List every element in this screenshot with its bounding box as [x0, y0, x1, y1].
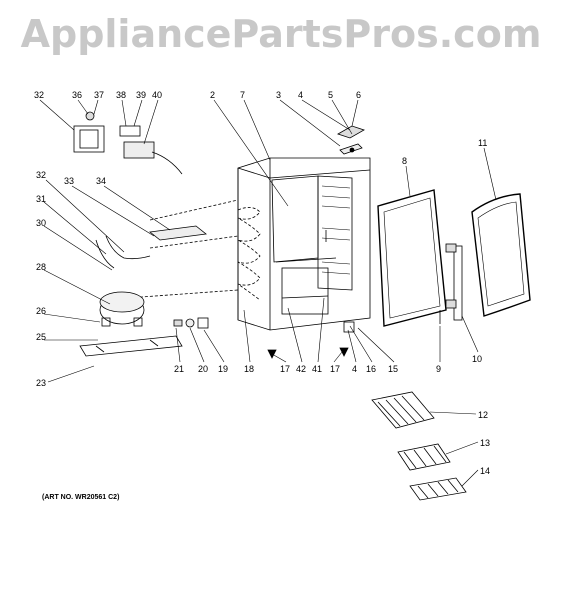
drain-tray: [149, 225, 207, 241]
callout-19: 19: [218, 364, 228, 374]
callout-11: 11: [478, 138, 487, 148]
relay-parts: [173, 317, 209, 329]
callout-32-mid: 32: [36, 170, 46, 180]
callout-32-top: 32: [34, 90, 44, 100]
callout-16: 16: [366, 364, 376, 374]
compressor: [99, 291, 145, 327]
art-number: (ART NO. WR20561 C2): [42, 494, 120, 501]
shelf-13: [397, 443, 451, 471]
callout-39: 39: [136, 90, 146, 100]
callout-13: 13: [480, 438, 490, 448]
cabinet: [237, 157, 371, 331]
callout-5: 5: [328, 90, 333, 100]
callout-40: 40: [152, 90, 162, 100]
watermark: AppliancePartsPros.com: [20, 12, 542, 56]
callout-17-left: 17: [280, 364, 290, 374]
callout-12: 12: [478, 410, 488, 420]
callout-25: 25: [36, 332, 46, 342]
base-plate: [79, 335, 183, 357]
callout-21: 21: [174, 364, 184, 374]
callout-37: 37: [94, 90, 104, 100]
callout-26: 26: [36, 306, 46, 316]
callout-4-top: 4: [298, 90, 303, 100]
shelf-12: [371, 391, 435, 429]
door: [471, 193, 531, 317]
top-hinge-assembly: [337, 125, 365, 155]
callout-38: 38: [116, 90, 126, 100]
leader-lines: [39, 99, 497, 487]
tubing: [95, 235, 151, 269]
callout-4-bottom: 4: [352, 364, 357, 374]
callout-20: 20: [198, 364, 208, 374]
callout-30: 30: [36, 218, 46, 228]
shelf-14: [409, 477, 467, 501]
callout-33: 33: [64, 176, 74, 186]
callout-14: 14: [480, 466, 490, 476]
callout-9: 9: [436, 364, 441, 374]
callout-labels: 32 36 37 38 39 40 2 7 3 4 5 6 8 11 32 33…: [34, 90, 490, 476]
callout-42: 42: [296, 364, 306, 374]
callout-3: 3: [276, 90, 281, 100]
callout-28: 28: [36, 262, 46, 272]
callout-15: 15: [388, 364, 398, 374]
callout-41: 41: [312, 364, 322, 374]
condenser-coil: [99, 199, 261, 301]
door-handle: [439, 243, 463, 324]
door-gasket: [377, 189, 447, 327]
callout-23: 23: [36, 378, 46, 388]
callout-31: 31: [36, 194, 46, 204]
callout-10: 10: [472, 354, 482, 364]
control-parts: [73, 111, 183, 175]
callout-18: 18: [244, 364, 254, 374]
wire-shelves: [371, 391, 467, 501]
callout-34: 34: [96, 176, 106, 186]
callout-36: 36: [72, 90, 82, 100]
callout-8: 8: [402, 156, 407, 166]
callout-6: 6: [356, 90, 361, 100]
callout-7: 7: [240, 90, 245, 100]
callout-2: 2: [210, 90, 215, 100]
callout-17-right: 17: [330, 364, 340, 374]
